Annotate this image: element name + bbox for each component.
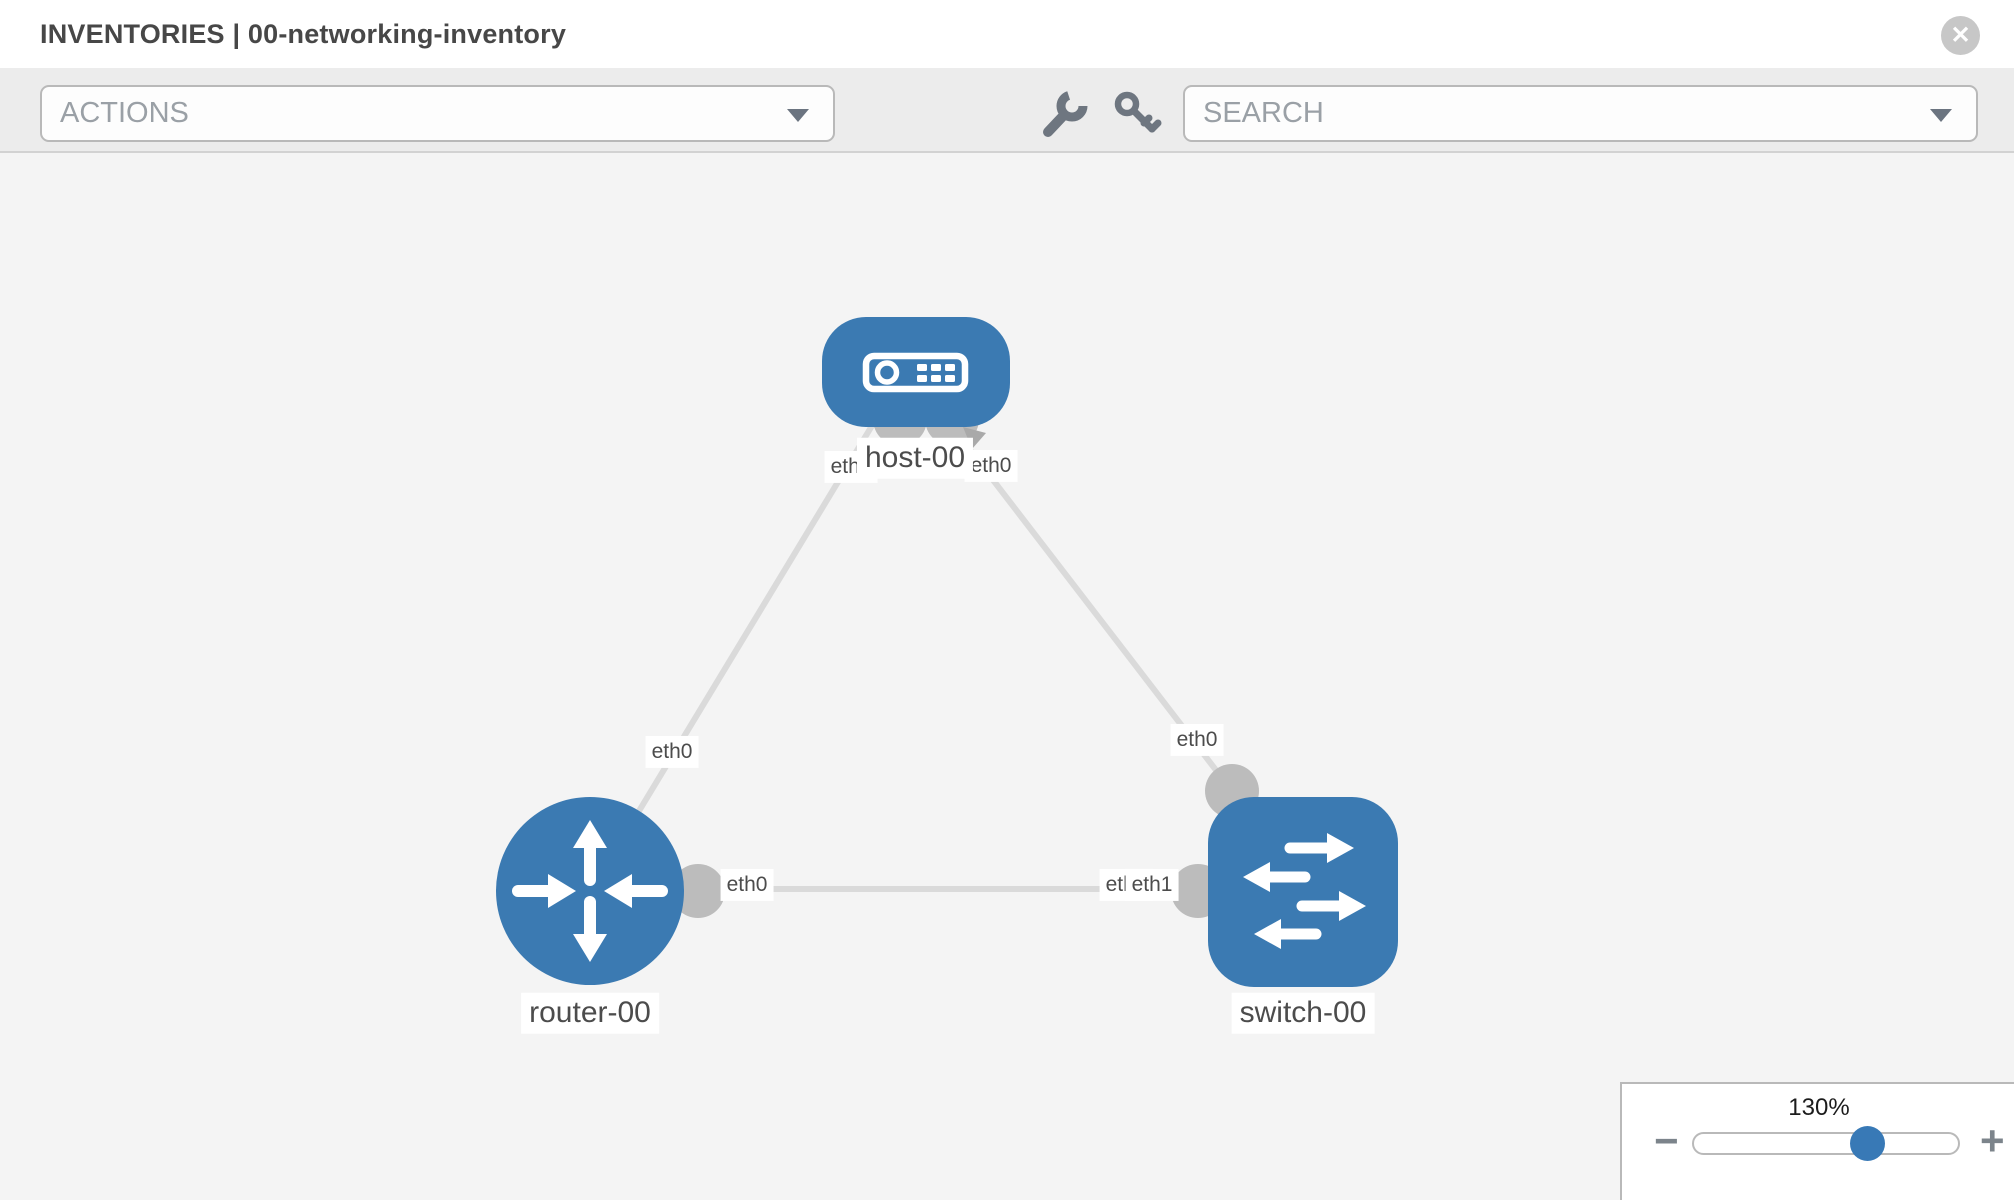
actions-dropdown-label: ACTIONS xyxy=(60,97,189,129)
node-switch-00[interactable] xyxy=(1208,797,1398,987)
chevron-down-icon xyxy=(787,108,809,122)
close-icon[interactable]: ✕ xyxy=(1941,16,1980,55)
zoom-out-button[interactable]: − xyxy=(1654,1117,1679,1164)
search-dropdown[interactable]: SEARCH xyxy=(1183,85,1978,142)
host-icon xyxy=(862,352,969,393)
iface-label: eth1 xyxy=(1125,868,1179,902)
toolbar-icons xyxy=(1043,90,1162,137)
zoom-slider-track[interactable] xyxy=(1692,1126,1960,1161)
iface-label: eth0 xyxy=(964,449,1018,483)
iface-label: eth0 xyxy=(720,868,774,902)
port-router-eth0 xyxy=(671,864,725,918)
page-title: INVENTORIES | 00-networking-inventory xyxy=(40,19,567,49)
node-host-00[interactable] xyxy=(822,317,1010,427)
search-dropdown-label: SEARCH xyxy=(1203,97,1324,129)
toolbar: ACTIONS SEARCH xyxy=(0,68,2014,153)
switch-icon xyxy=(1243,833,1366,949)
actions-dropdown[interactable]: ACTIONS xyxy=(40,85,835,142)
zoom-panel: 130% − + xyxy=(1620,1082,2014,1200)
node-label-switch: switch-00 xyxy=(1231,992,1375,1034)
link-arrowhead xyxy=(963,427,986,449)
iface-label: eth0 xyxy=(1170,723,1224,757)
router-icon xyxy=(512,820,668,962)
zoom-level-label: 130% xyxy=(1788,1094,1850,1121)
zoom-slider-thumb[interactable] xyxy=(1850,1126,1885,1161)
wrench-icon[interactable] xyxy=(1043,90,1088,137)
topology-canvas[interactable] xyxy=(0,153,2014,1200)
page-header: INVENTORIES | 00-networking-inventory ✕ xyxy=(0,0,2014,68)
node-router-00[interactable] xyxy=(496,797,684,985)
iface-label: eth0 xyxy=(645,735,699,769)
chevron-down-icon xyxy=(1930,108,1952,122)
zoom-in-button[interactable]: + xyxy=(1980,1117,2005,1164)
node-label-router: router-00 xyxy=(521,992,659,1034)
key-icon[interactable] xyxy=(1114,91,1162,133)
node-label-host: host-00 xyxy=(856,437,974,479)
